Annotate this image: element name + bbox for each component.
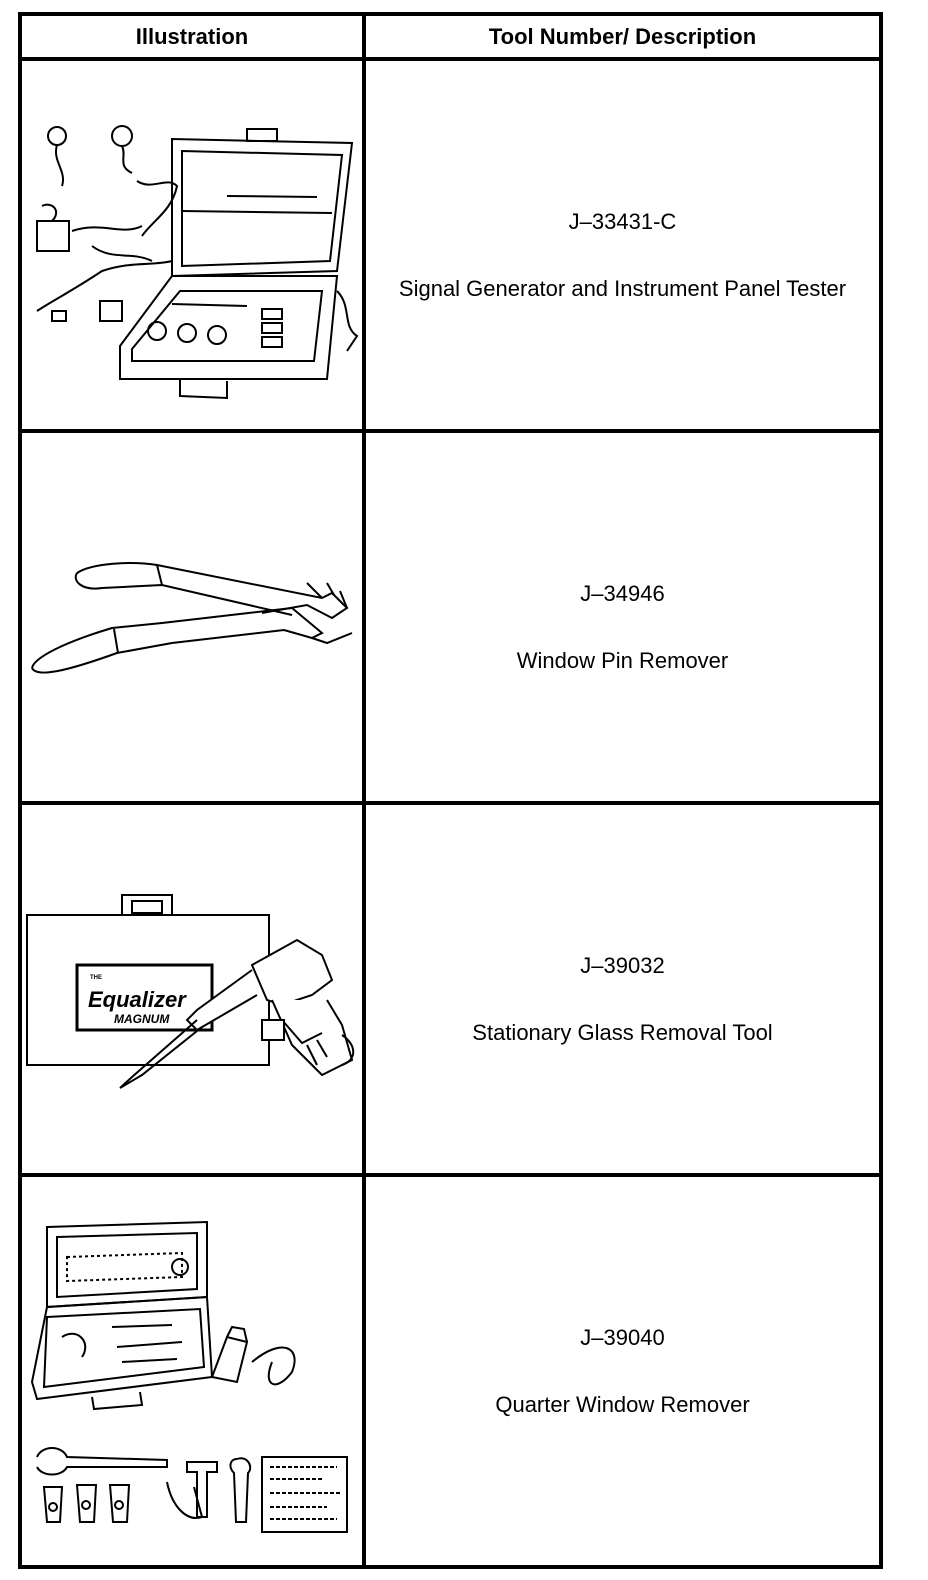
tool-number: J–33431-C [568, 209, 677, 234]
row-divider [22, 801, 879, 805]
table-row-1-description: J–33431-C Signal Generator and Instrumen… [366, 61, 879, 429]
header-divider [22, 57, 879, 61]
row-divider [22, 429, 879, 433]
tool-number: J–39040 [580, 1325, 665, 1350]
column-divider [362, 16, 366, 1565]
glass-removal-tool-icon: THE Equalizer MAGNUM [22, 805, 362, 1173]
table-row-4-description: J–39040 Quarter Window Remover [366, 1177, 879, 1569]
logo-sub-text: MAGNUM [114, 1012, 170, 1026]
table-row-3-illustration: THE Equalizer MAGNUM [22, 805, 362, 1173]
header-tool-number-description: Tool Number/ Description [488, 23, 757, 49]
row-divider [22, 1173, 879, 1177]
logo-small-text: THE [90, 975, 102, 981]
tool-number: J–34946 [580, 581, 665, 606]
signal-generator-kit-icon [22, 61, 362, 429]
tool-description: Window Pin Remover [516, 648, 729, 673]
table-row-2-description: J–34946 Window Pin Remover [366, 433, 879, 801]
tool-number: J–39032 [580, 953, 665, 978]
table-row-3-description: J–39032 Stationary Glass Removal Tool [366, 805, 879, 1173]
tool-description: Signal Generator and Instrument Panel Te… [398, 276, 847, 301]
tool-description: Quarter Window Remover [495, 1392, 750, 1417]
tool-table: Illustration Tool Number/ Description [18, 12, 883, 1569]
window-pin-remover-icon [22, 433, 362, 801]
tool-description: Stationary Glass Removal Tool [472, 1020, 773, 1045]
logo-brand-text: Equalizer [88, 987, 187, 1012]
header-illustration: Illustration [135, 23, 249, 49]
table-row-2-illustration [22, 433, 362, 801]
table-row-1-illustration [22, 61, 362, 429]
quarter-window-remover-kit-icon [22, 1177, 362, 1569]
table-row-4-illustration [22, 1177, 362, 1569]
